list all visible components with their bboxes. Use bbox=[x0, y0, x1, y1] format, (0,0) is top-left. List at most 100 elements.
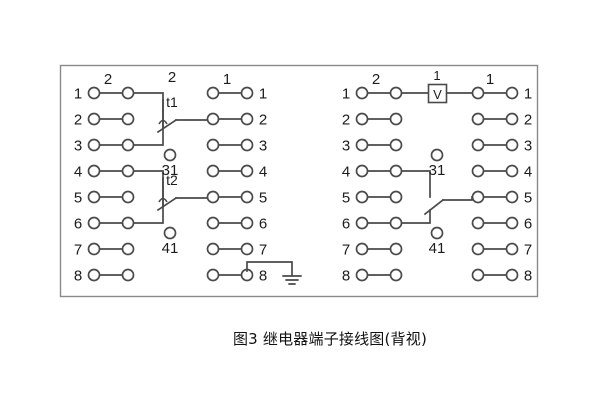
right-far-label-7: 7 bbox=[524, 242, 532, 259]
right-inner-right-terminal-8[interactable] bbox=[471, 268, 485, 282]
left-outer-label-3: 3 bbox=[74, 138, 82, 155]
left-inner-left-terminal-1[interactable] bbox=[121, 86, 135, 100]
left-inner-left-terminal-3[interactable] bbox=[121, 138, 135, 152]
right-inner-right-terminal-6[interactable] bbox=[471, 216, 485, 230]
right-far-terminal-1[interactable] bbox=[505, 86, 519, 100]
left-far-label-3: 3 bbox=[259, 138, 267, 155]
right-component-label: 1 bbox=[433, 68, 440, 83]
left-timer-label-t2: t2 bbox=[166, 172, 178, 188]
left-inner-right-terminal-1[interactable] bbox=[206, 86, 220, 100]
right-far-label-1: 1 bbox=[524, 86, 532, 103]
left-far-terminal-2[interactable] bbox=[240, 112, 254, 126]
right-outer-label-3: 3 bbox=[342, 138, 350, 155]
right-inner-right-terminal-2[interactable] bbox=[471, 112, 485, 126]
right-far-terminal-2[interactable] bbox=[505, 112, 519, 126]
left-outer-terminal-1[interactable] bbox=[87, 86, 101, 100]
right-inner-right-terminal-5[interactable] bbox=[471, 190, 485, 204]
right-wire-label-0: 2 bbox=[372, 71, 380, 88]
right-far-terminal-7[interactable] bbox=[505, 242, 519, 256]
right-inner-right-terminal-7[interactable] bbox=[471, 242, 485, 256]
left-contact-31[interactable] bbox=[163, 148, 177, 162]
right-inner-left-terminal-6[interactable] bbox=[389, 216, 403, 230]
left-outer-terminal-5[interactable] bbox=[87, 190, 101, 204]
left-t1-blade bbox=[156, 118, 178, 134]
right-outer-terminal-4[interactable] bbox=[355, 164, 369, 178]
left-ground-wire bbox=[246, 261, 293, 276]
left-inner-right-terminal-8[interactable] bbox=[206, 268, 220, 282]
right-outer-terminal-1[interactable] bbox=[355, 86, 369, 100]
right-far-label-3: 3 bbox=[524, 138, 532, 155]
left-contact-41[interactable] bbox=[163, 226, 177, 240]
right-far-terminal-4[interactable] bbox=[505, 164, 519, 178]
left-inner-right-terminal-6[interactable] bbox=[206, 216, 220, 230]
left-inner-left-terminal-2[interactable] bbox=[121, 112, 135, 126]
right-far-terminal-6[interactable] bbox=[505, 216, 519, 230]
left-outer-label-2: 2 bbox=[74, 112, 82, 129]
left-inner-right-terminal-3[interactable] bbox=[206, 138, 220, 152]
left-far-terminal-3[interactable] bbox=[240, 138, 254, 152]
right-inner-right-terminal-1[interactable] bbox=[471, 86, 485, 100]
right-outer-terminal-3[interactable] bbox=[355, 138, 369, 152]
right-wire-row4-to-rail bbox=[401, 170, 431, 198]
right-outer-terminal-6[interactable] bbox=[355, 216, 369, 230]
left-outer-terminal-3[interactable] bbox=[87, 138, 101, 152]
right-outer-terminal-8[interactable] bbox=[355, 268, 369, 282]
left-outer-terminal-4[interactable] bbox=[87, 164, 101, 178]
right-contact-label-41: 41 bbox=[429, 240, 446, 257]
right-outer-label-6: 6 bbox=[342, 216, 350, 233]
left-outer-label-6: 6 bbox=[74, 216, 82, 233]
right-far-terminal-5[interactable] bbox=[505, 190, 519, 204]
left-t2-blade bbox=[156, 196, 178, 212]
right-outer-terminal-7[interactable] bbox=[355, 242, 369, 256]
right-far-label-5: 5 bbox=[524, 190, 532, 207]
left-contact-label-41: 41 bbox=[162, 240, 179, 257]
right-outer-terminal-5[interactable] bbox=[355, 190, 369, 204]
right-contact-41[interactable] bbox=[430, 226, 444, 240]
left-inner-left-terminal-8[interactable] bbox=[121, 268, 135, 282]
left-wire-label-0: 2 bbox=[104, 71, 112, 88]
right-inner-left-terminal-4[interactable] bbox=[389, 164, 403, 178]
left-inner-left-terminal-5[interactable] bbox=[121, 190, 135, 204]
left-inner-right-terminal-2[interactable] bbox=[206, 112, 220, 126]
left-wire-label-2: 1 bbox=[223, 71, 231, 88]
varistor-box-symbol: V bbox=[433, 87, 442, 102]
right-far-terminal-8[interactable] bbox=[505, 268, 519, 282]
right-far-terminal-3[interactable] bbox=[505, 138, 519, 152]
right-inner-left-terminal-2[interactable] bbox=[389, 112, 403, 126]
left-inner-left-terminal-4[interactable] bbox=[121, 164, 135, 178]
left-inner-right-terminal-5[interactable] bbox=[206, 190, 220, 204]
left-inner-right-terminal-7[interactable] bbox=[206, 242, 220, 256]
right-inner-left-terminal-5[interactable] bbox=[389, 190, 403, 204]
right-inner-left-terminal-8[interactable] bbox=[389, 268, 403, 282]
varistor-box: V bbox=[427, 83, 448, 104]
left-wire-label-1: 2 bbox=[168, 69, 176, 86]
left-far-label-8: 8 bbox=[259, 268, 267, 285]
right-inner-left-terminal-3[interactable] bbox=[389, 138, 403, 152]
left-outer-terminal-7[interactable] bbox=[87, 242, 101, 256]
right-outer-label-4: 4 bbox=[342, 164, 350, 181]
right-inner-left-terminal-7[interactable] bbox=[389, 242, 403, 256]
left-far-terminal-1[interactable] bbox=[240, 86, 254, 100]
left-far-terminal-7[interactable] bbox=[240, 242, 254, 256]
right-inner-right-terminal-3[interactable] bbox=[471, 138, 485, 152]
left-outer-terminal-8[interactable] bbox=[87, 268, 101, 282]
left-inner-left-terminal-7[interactable] bbox=[121, 242, 135, 256]
right-switch-blade bbox=[423, 198, 445, 216]
left-outer-terminal-2[interactable] bbox=[87, 112, 101, 126]
left-outer-label-7: 7 bbox=[74, 242, 82, 259]
right-inner-left-terminal-1[interactable] bbox=[389, 86, 403, 100]
right-inner-right-terminal-4[interactable] bbox=[471, 164, 485, 178]
left-outer-label-5: 5 bbox=[74, 190, 82, 207]
diagram-frame bbox=[59, 64, 539, 298]
left-inner-left-terminal-6[interactable] bbox=[121, 216, 135, 230]
right-contact-31[interactable] bbox=[430, 148, 444, 162]
left-outer-terminal-6[interactable] bbox=[87, 216, 101, 230]
right-outer-terminal-2[interactable] bbox=[355, 112, 369, 126]
left-far-label-7: 7 bbox=[259, 242, 267, 259]
left-far-terminal-5[interactable] bbox=[240, 190, 254, 204]
left-far-terminal-6[interactable] bbox=[240, 216, 254, 230]
left-panel-wiring bbox=[133, 92, 293, 276]
left-inner-right-terminal-4[interactable] bbox=[206, 164, 220, 178]
left-far-terminal-4[interactable] bbox=[240, 164, 254, 178]
